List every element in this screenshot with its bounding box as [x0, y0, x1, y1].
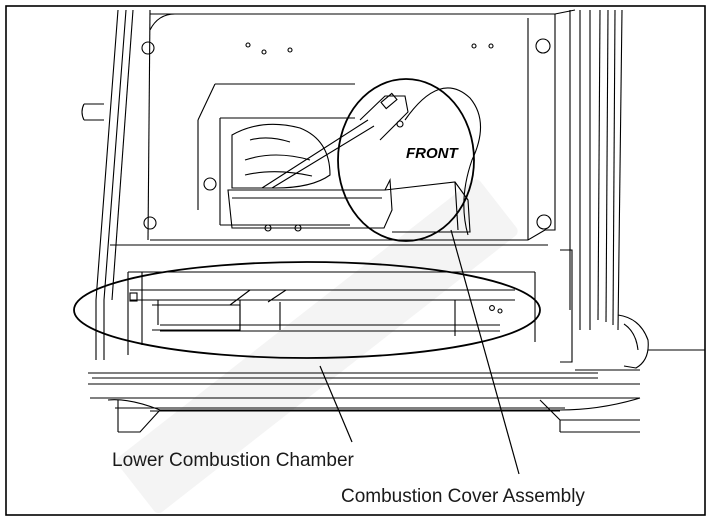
cover-assembly-highlight — [337, 78, 475, 242]
fireplace-unit — [81, 9, 705, 433]
watermark — [116, 179, 518, 514]
front-marking: FRONT — [406, 145, 459, 162]
figure-border — [5, 5, 706, 516]
cover-assembly-label: Combustion Cover Assembly — [341, 486, 585, 507]
lower-chamber-leader — [319, 365, 353, 443]
lower-chamber-label: Lower Combustion Chamber — [112, 450, 355, 471]
cover-assembly-leader — [450, 229, 520, 475]
lower-chamber-highlight — [73, 261, 541, 359]
